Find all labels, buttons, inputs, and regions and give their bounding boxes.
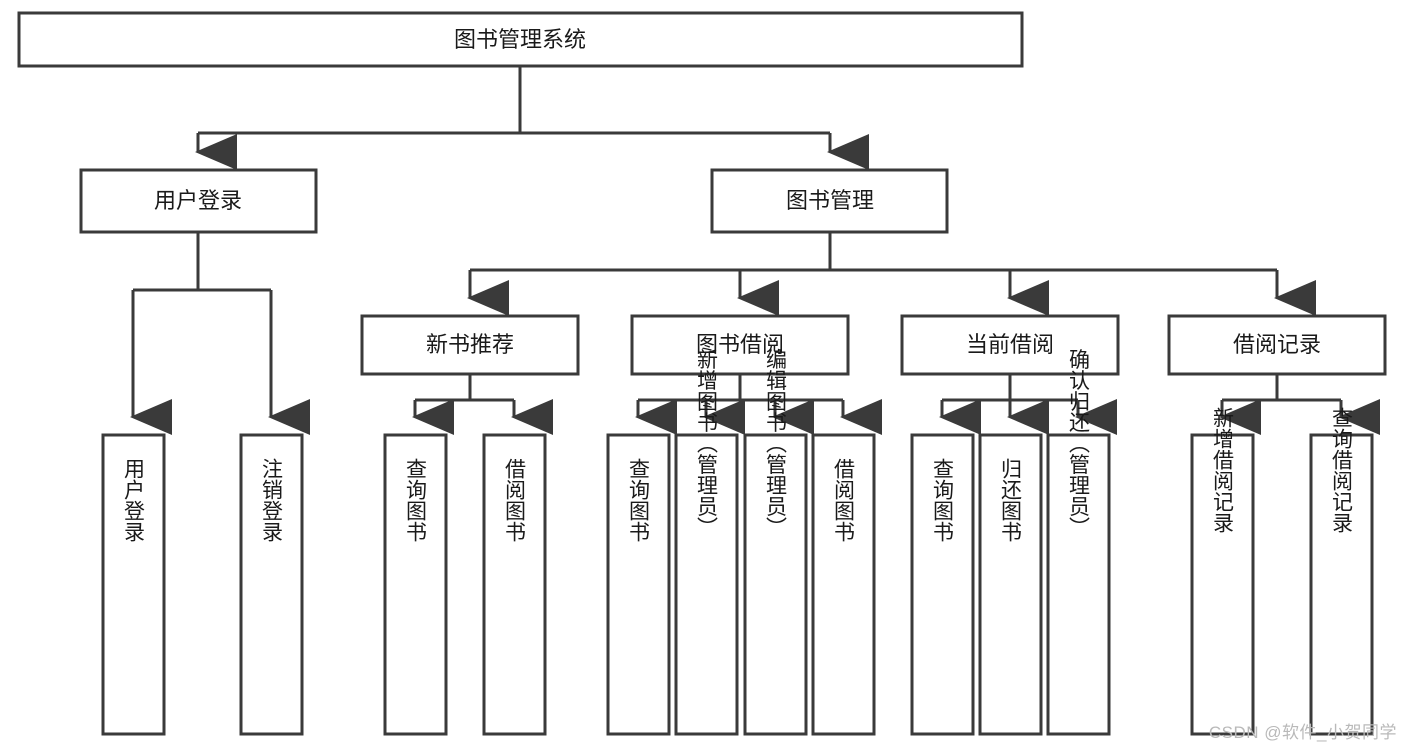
node-root-label: 图书管理系统	[454, 27, 586, 52]
leaf-user-login-logout-label: 注销登录	[260, 458, 284, 542]
leaf-borrow-add-book-label: 新增图书（管理员）	[695, 349, 719, 538]
connector-current-borrow-to-leaves	[939, 374, 1117, 435]
connector-borrow-book-to-leaves	[635, 374, 882, 435]
node-current-borrow-label: 当前借阅	[966, 332, 1054, 357]
leaf-new-book-borrow[interactable]: 借阅图书	[482, 433, 547, 736]
leaf-current-return-book[interactable]: 归还图书	[978, 433, 1043, 736]
connector-book-mgmt-to-level3	[467, 232, 1316, 316]
leaf-borrow-query-book[interactable]: 查询图书	[606, 433, 671, 736]
leaf-new-book-query[interactable]: 查询图书	[383, 433, 448, 736]
leaf-borrow-add-book[interactable]: 新增图书（管理员）	[674, 349, 739, 736]
connector-root-to-level2	[195, 66, 869, 170]
leaf-user-login-logout[interactable]: 注销登录	[239, 433, 304, 736]
leaf-current-query-book-label: 查询图书	[931, 458, 955, 542]
node-new-book-recommend-label: 新书推荐	[426, 332, 514, 357]
leaf-borrow-edit-book-label: 编辑图书（管理员）	[764, 349, 788, 538]
leaf-current-confirm-return-label: 确认归还（管理员）	[1067, 349, 1091, 538]
leaf-borrow-borrow-book-label: 借阅图书	[832, 458, 856, 542]
node-borrow-record[interactable]: 借阅记录	[1167, 314, 1387, 376]
connector-user-login-to-leaves	[130, 232, 310, 435]
leaf-current-return-book-label: 归还图书	[999, 458, 1023, 542]
leaf-current-confirm-return[interactable]: 确认归还（管理员）	[1046, 349, 1111, 736]
leaf-user-login-login[interactable]: 用户登录	[101, 433, 166, 736]
connector-new-book-to-leaves	[412, 374, 553, 435]
node-book-management-label: 图书管理	[786, 188, 874, 213]
leaf-current-query-book[interactable]: 查询图书	[910, 433, 975, 736]
leaf-borrow-edit-book[interactable]: 编辑图书（管理员）	[743, 349, 808, 736]
leaf-borrow-query-book-label: 查询图书	[627, 458, 651, 542]
leaf-user-login-login-label: 用户登录	[122, 458, 146, 542]
leaf-new-book-borrow-label: 借阅图书	[503, 458, 527, 542]
leaf-record-query-label: 查询借阅记录	[1330, 407, 1354, 533]
leaf-record-add[interactable]: 新增借阅记录	[1190, 407, 1255, 736]
node-user-login[interactable]: 用户登录	[79, 168, 318, 234]
node-book-borrow-label: 图书借阅	[696, 332, 784, 357]
leaf-record-add-label: 新增借阅记录	[1211, 407, 1235, 533]
node-new-book-recommend[interactable]: 新书推荐	[360, 314, 580, 376]
node-current-borrow[interactable]: 当前借阅	[900, 314, 1120, 376]
node-book-management[interactable]: 图书管理	[710, 168, 949, 234]
leaf-new-book-query-label: 查询图书	[404, 458, 428, 542]
node-book-borrow[interactable]: 图书借阅	[630, 314, 850, 376]
leaf-borrow-borrow-book[interactable]: 借阅图书	[811, 433, 876, 736]
node-root[interactable]: 图书管理系统	[17, 11, 1024, 68]
connector-borrow-record-to-leaves	[1219, 374, 1380, 435]
leaf-record-query[interactable]: 查询借阅记录	[1309, 407, 1374, 736]
node-user-login-label: 用户登录	[154, 188, 242, 213]
node-borrow-record-label: 借阅记录	[1233, 332, 1321, 357]
